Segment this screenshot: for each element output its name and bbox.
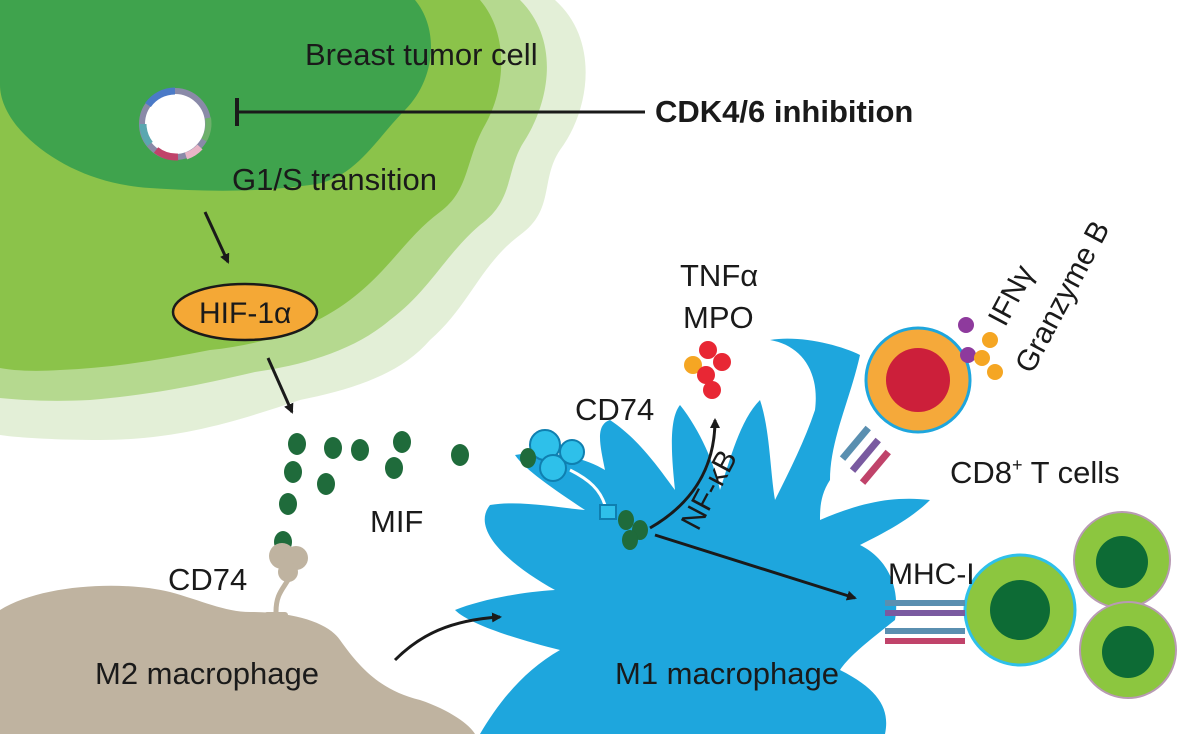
mif-bound	[520, 448, 648, 550]
arrow-nfkb	[649, 418, 720, 530]
label-m1: M1 macrophage	[615, 656, 839, 691]
label-cd8-sup: +	[1012, 455, 1023, 475]
label-cd8-main: CD8	[950, 455, 1012, 490]
label-hif: HIF-1α	[199, 297, 291, 330]
label-cdk-inhibition: CDK4/6 inhibition	[655, 94, 913, 129]
tcr-mhc-right	[885, 600, 965, 644]
arrow-to-mhc	[654, 533, 857, 601]
label-cd8: CD8+ T cells	[950, 455, 1120, 490]
label-m2: M2 macrophage	[95, 656, 319, 691]
tnfa-mpo-granules	[684, 341, 731, 399]
label-mif: MIF	[370, 504, 423, 539]
arrow-m2-to-m1	[393, 612, 502, 662]
arrow-to-hif	[203, 211, 230, 264]
m1-macrophage-body	[455, 338, 930, 734]
cell-cycle-ring-icon	[139, 87, 212, 161]
label-mhc: MHC-I	[888, 558, 975, 591]
label-cd74-m2: CD74	[168, 562, 247, 597]
cd74-receptor-m1	[529, 429, 617, 520]
label-tumor-cell: Breast tumor cell	[305, 37, 538, 72]
hif-ellipse	[171, 282, 319, 342]
cd8-t-cell-top	[864, 317, 1003, 434]
m2-macrophage-body	[0, 585, 475, 734]
cd8-t-cell-3	[963, 553, 1077, 667]
cd8-t-cell-2	[1079, 601, 1177, 699]
mif-molecules	[274, 431, 469, 553]
label-mpo: MPO	[683, 300, 754, 335]
tcr-mhc-top	[839, 425, 891, 485]
cd8-t-cell-1	[1073, 511, 1171, 609]
cd74-receptor-m2	[264, 543, 308, 628]
label-g1s: G1/S transition	[232, 162, 437, 197]
arrow-to-mif	[266, 357, 294, 414]
tumor-cell-nucleus	[0, 0, 432, 191]
label-cd8-tail: T cells	[1023, 455, 1120, 490]
label-tnfa: TNFα	[680, 258, 758, 293]
label-cd74-m1: CD74	[575, 392, 654, 427]
